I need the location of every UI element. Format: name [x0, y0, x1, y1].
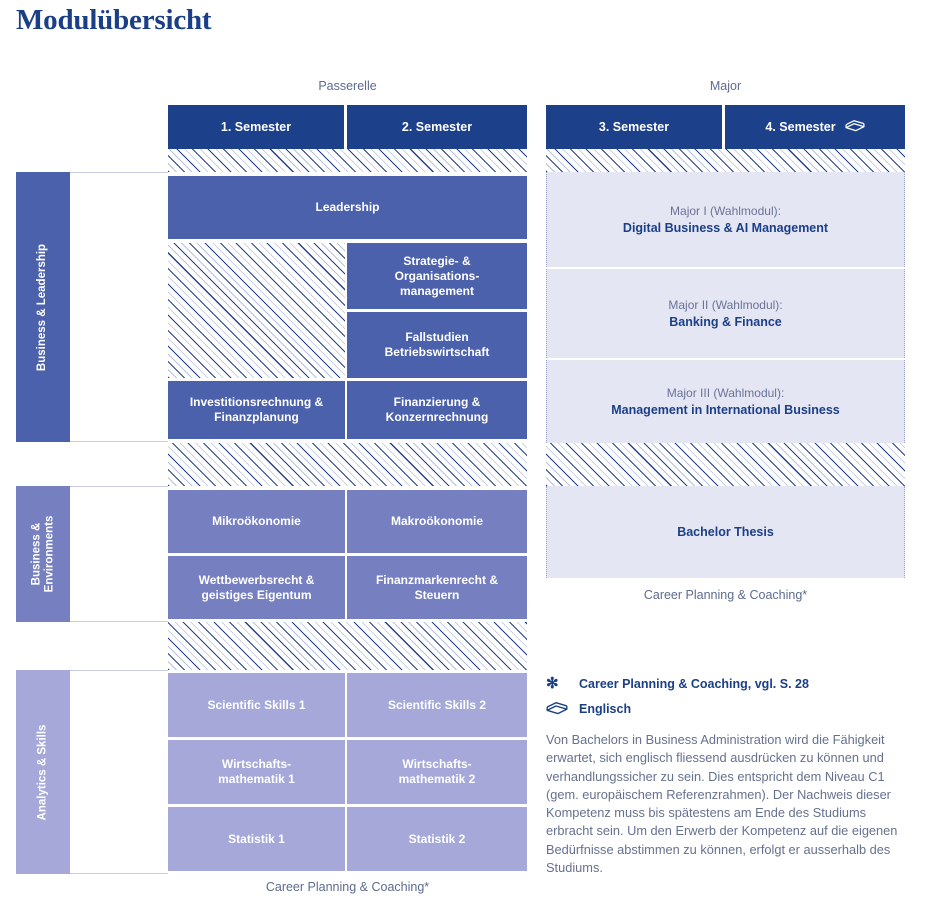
semester-label: 4. Semester: [765, 120, 836, 134]
module-label: Mikroökonomie: [212, 514, 301, 528]
module-investitionsrechnung-finanzplanung[interactable]: Investitionsrechnung &Finanzplanung: [168, 381, 345, 439]
hatch-band-top-right: [546, 149, 905, 172]
major-cell-1[interactable]: Major I (Wahlmodul): Digital Business & …: [546, 172, 905, 267]
books-icon: [845, 119, 865, 136]
module-label: Wettbewerbsrecht &geistiges Eigentum: [198, 572, 315, 602]
hatch-band-mid-left: [168, 443, 527, 486]
band-label: Business &Environments: [30, 515, 55, 593]
legend-career-text: Career Planning & Coaching, vgl. S. 28: [579, 677, 809, 691]
module-label: Wirtschafts-mathematik 1: [218, 757, 295, 786]
semester-label: 3. Semester: [598, 120, 670, 134]
major-title: Banking & Finance: [669, 314, 782, 329]
legend-row-english: Englisch: [546, 701, 911, 717]
major-cell-bachelor-thesis[interactable]: Bachelor Thesis: [546, 486, 905, 578]
major-subtitle: Major II (Wahlmodul):: [668, 297, 783, 312]
major-cell-2[interactable]: Major II (Wahlmodul): Banking & Finance: [546, 269, 905, 358]
module-label: Statistik 2: [408, 831, 466, 846]
module-wettbewerbsrecht-geistiges-eigentum[interactable]: Wettbewerbsrecht &geistiges Eigentum: [168, 556, 345, 619]
band-strip-business-leadership: Business & Leadership: [16, 172, 70, 442]
thesis-title: Bachelor Thesis: [677, 525, 774, 539]
hatch-band-low-left: [168, 622, 527, 670]
semester-label: 2. Semester: [401, 120, 473, 134]
module-finanzierung-konzernrechnung[interactable]: Finanzierung &Konzernrechnung: [347, 381, 527, 439]
footnote-caption-right: Career Planning & Coaching*: [643, 588, 808, 602]
group-caption-passerelle: Passerelle: [318, 79, 377, 93]
group-caption-major: Major: [709, 79, 742, 93]
major-title: Management in International Business: [611, 402, 840, 417]
module-label: Scientific Skills 2: [387, 697, 487, 712]
module-statistik-1[interactable]: Statistik 1: [168, 807, 345, 871]
band-strip-business-environments: Business &Environments: [16, 486, 70, 622]
module-scientific-skills-1[interactable]: Scientific Skills 1: [168, 673, 345, 737]
module-label: Investitionsrechnung &Finanzplanung: [189, 395, 324, 424]
module-strategie-organisationsmanagement[interactable]: Strategie- &Organisations-management: [347, 243, 527, 309]
module-leadership[interactable]: Leadership: [168, 176, 527, 239]
module-wirtschaftsmathematik-1[interactable]: Wirtschafts-mathematik 1: [168, 740, 345, 804]
module-label: Leadership: [315, 200, 380, 214]
major-cell-3[interactable]: Major III (Wahlmodul): Management in Int…: [546, 360, 905, 443]
footnote-caption-left: Career Planning & Coaching*: [265, 880, 430, 894]
band-gap-2: [70, 486, 168, 622]
module-scientific-skills-2[interactable]: Scientific Skills 2: [347, 673, 527, 737]
band-label: Analytics & Skills: [36, 724, 49, 820]
module-label: Scientific Skills 1: [207, 697, 306, 712]
semester-header-1[interactable]: 1. Semester: [168, 105, 344, 149]
module-label: Makroökonomie: [390, 514, 483, 528]
module-statistik-2[interactable]: Statistik 2: [347, 807, 527, 871]
hatch-band-mid-right: [546, 443, 905, 486]
module-label: Finanzmarkenrecht &Steuern: [375, 572, 499, 602]
module-makrooekonomie[interactable]: Makroökonomie: [347, 490, 527, 553]
module-label: Finanzierung &Konzernrechnung: [385, 395, 489, 424]
major-divider-2: [546, 358, 905, 360]
page-title: Modulübersicht: [16, 4, 212, 36]
major-subtitle: Major I (Wahlmodul):: [670, 203, 781, 218]
module-label: Strategie- &Organisations-management: [394, 253, 480, 298]
hatch-block-sem1-strategie: [168, 243, 345, 378]
legend-english-text: Englisch: [579, 702, 632, 716]
module-label: Statistik 1: [228, 831, 285, 846]
module-mikrooekonomie[interactable]: Mikroökonomie: [168, 490, 345, 553]
major-title: Digital Business & AI Management: [622, 220, 829, 235]
major-divider-1: [546, 267, 905, 269]
legend-row-career: ✻ Career Planning & Coaching, vgl. S. 28: [546, 676, 911, 692]
major-subtitle: Major III (Wahlmodul):: [666, 385, 785, 400]
module-label: Wirtschafts-mathematik 2: [398, 757, 476, 786]
books-icon: [546, 701, 579, 716]
legend: ✻ Career Planning & Coaching, vgl. S. 28…: [546, 676, 911, 877]
semester-label: 1. Semester: [220, 120, 292, 134]
semester-header-3[interactable]: 3. Semester: [546, 105, 722, 149]
module-wirtschaftsmathematik-2[interactable]: Wirtschafts-mathematik 2: [347, 740, 527, 804]
hatch-band-top-left: [168, 149, 527, 172]
band-gap-1: [70, 172, 168, 442]
band-strip-analytics-skills: Analytics & Skills: [16, 670, 70, 874]
semester-header-2[interactable]: 2. Semester: [347, 105, 527, 149]
semester-header-4[interactable]: 4. Semester: [725, 105, 905, 149]
band-gap-3: [70, 670, 168, 874]
asterisk-icon: ✻: [546, 675, 559, 692]
module-finanzmarkenrecht-steuern[interactable]: Finanzmarkenrecht &Steuern: [347, 556, 527, 619]
band-label: Business & Leadership: [36, 243, 49, 371]
legend-body-text: Von Bachelors in Business Administration…: [546, 732, 898, 876]
